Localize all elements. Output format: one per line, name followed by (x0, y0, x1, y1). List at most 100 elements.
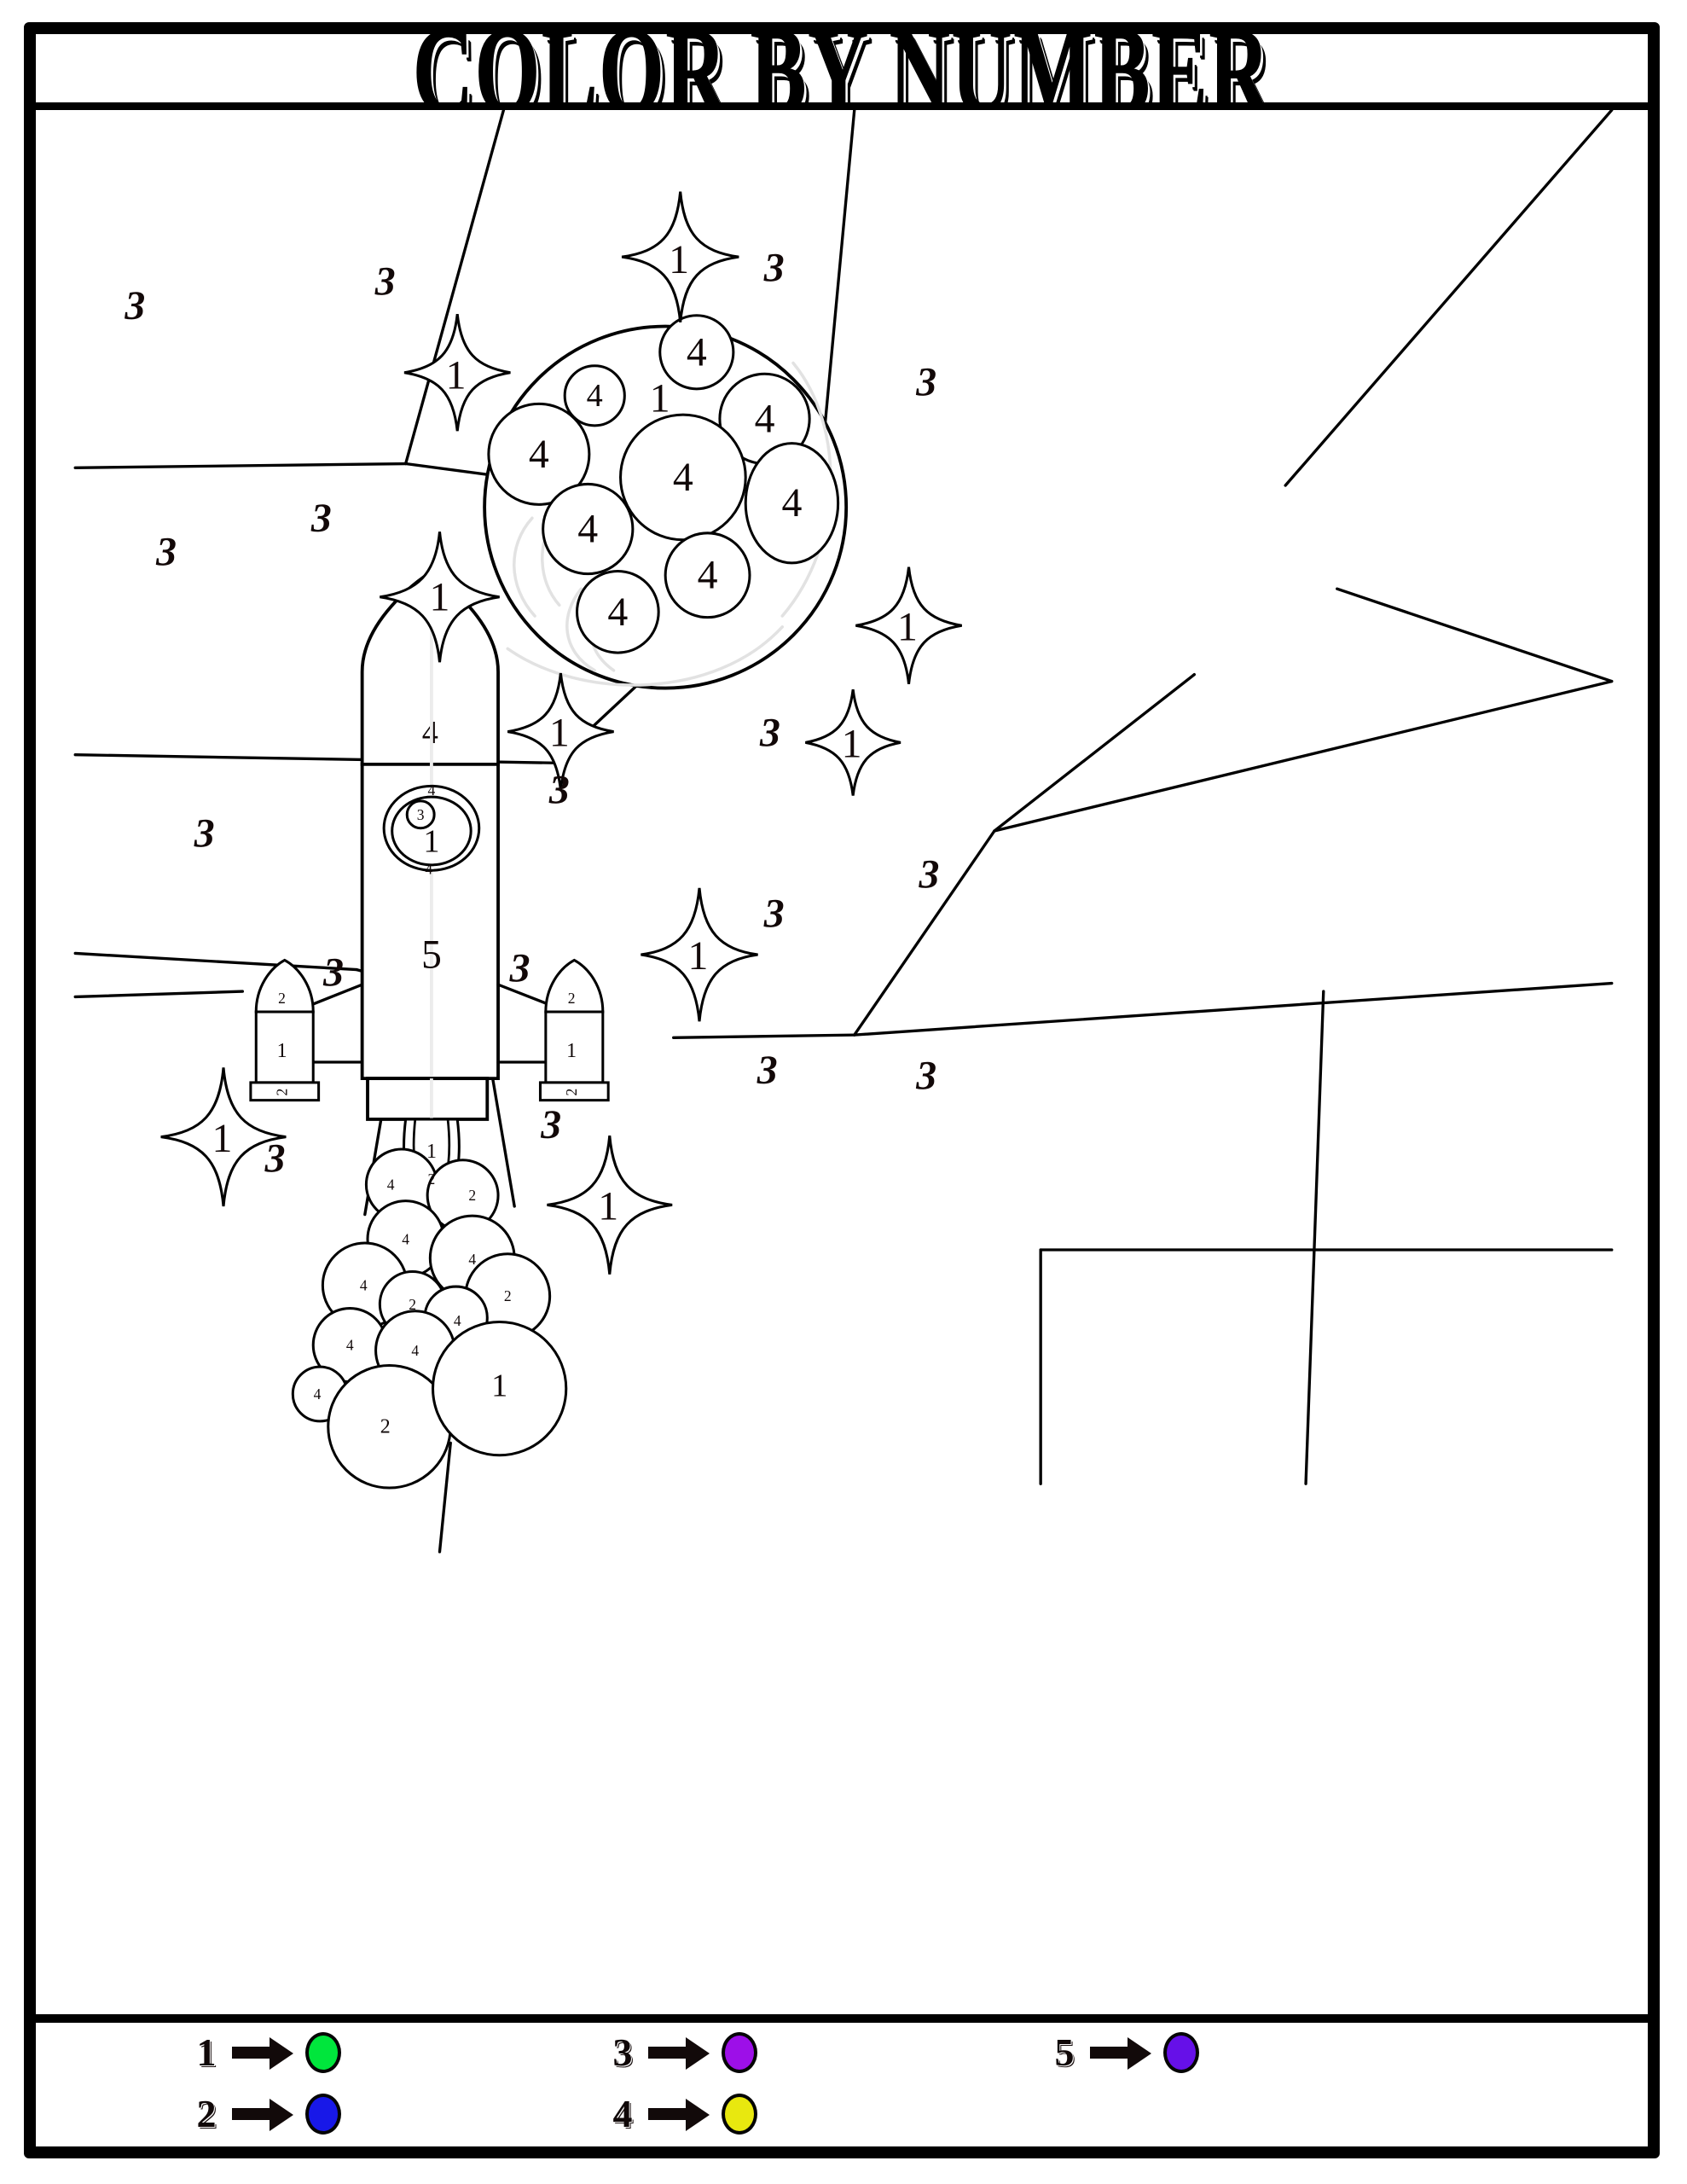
region-number: 3 (915, 1053, 936, 1098)
window-ring-number-top: 4 (428, 781, 436, 799)
crater-number: 4 (698, 553, 718, 598)
legend-number: 4 (612, 2092, 633, 2135)
region-number: 3 (374, 258, 396, 304)
legend-color-swatch (305, 2094, 341, 2135)
legend-number: 2 (196, 2092, 217, 2135)
crater-number: 4 (687, 329, 707, 375)
rocket-window: 4 4 3 1 (382, 781, 481, 878)
left-booster-body-number: 1 (277, 1040, 287, 1062)
arrow-right-icon (232, 2097, 299, 2131)
star-number: 1 (669, 237, 689, 282)
legend-color-swatch (305, 2032, 341, 2073)
legend-color-swatch (1163, 2032, 1199, 2073)
right-booster-dome-number: 2 (568, 990, 576, 1007)
smoke-bubble-number: 2 (504, 1287, 512, 1304)
legend-number: 3 (612, 2030, 633, 2074)
left-booster: 2 1 2 (249, 958, 321, 1102)
region-number: 3 (548, 768, 570, 813)
window-highlight-number: 3 (417, 806, 425, 823)
right-booster-body-number: 1 (566, 1040, 577, 1062)
moon-group: 1 4 4 4 4 4 4 4 (483, 314, 849, 690)
star-below-moon: 1 (507, 672, 614, 791)
arrow-right-icon (648, 2036, 715, 2070)
legend-entry-3[interactable]: 3 (606, 2026, 757, 2079)
legend-column-2: 3 4 (606, 2026, 757, 2140)
star-number: 1 (212, 1116, 232, 1161)
crater-number: 4 (587, 378, 603, 414)
moon-craters: 4 4 4 4 4 4 4 4 4 (487, 314, 840, 654)
smoke-bubble-number: 2 (428, 1170, 436, 1188)
legend-entry-4[interactable]: 4 (606, 2088, 757, 2140)
star-right-edge: 1 (855, 566, 962, 684)
smoke-bubble-number: 4 (314, 1385, 322, 1403)
region-number: 3 (763, 245, 785, 290)
left-booster-dome-number: 2 (278, 990, 286, 1007)
legend-entry-2[interactable]: 2 (189, 2088, 341, 2140)
legend-divider-rule (36, 2014, 1651, 2023)
region-number: 3 (310, 496, 332, 541)
smoke-bubble-number: 4 (387, 1176, 395, 1193)
background-partition-lines (73, 110, 1614, 1485)
flame-number: 1 (426, 1141, 437, 1163)
page-title: COLOR BY NUMBER (412, 34, 1272, 107)
background-region-numbers: 3 3 3 3 3 3 3 3 3 3 3 3 3 3 3 3 3 (124, 245, 939, 1181)
rocket-group: 4 5 4 4 3 1 (249, 570, 610, 1554)
region-number: 3 (322, 950, 344, 995)
crater-number: 4 (577, 507, 598, 552)
moon-body-number: 1 (650, 375, 670, 421)
smoke-bubble-number: 4 (411, 1342, 419, 1359)
rocket-body-number: 5 (421, 932, 442, 978)
arrow-right-icon (232, 2036, 299, 2070)
region-number: 3 (509, 945, 530, 990)
star-bottom-center: 1 (547, 1135, 673, 1275)
region-number: 3 (540, 1102, 561, 1147)
color-legend: 1 2 3 4 (36, 2026, 1651, 2146)
legend-number: 1 (196, 2030, 217, 2074)
right-booster: 2 1 2 (538, 958, 610, 1102)
star-number: 1 (687, 933, 708, 979)
crater-number: 4 (673, 455, 693, 500)
crater-number: 4 (781, 480, 802, 526)
smoke-bubble-number: 2 (409, 1296, 416, 1313)
right-booster-base-number: 2 (563, 1089, 580, 1096)
star-right-rocket: 1 (641, 887, 758, 1022)
coloring-picture-area: .ln { fill:none; stroke:#000; stroke-wid… (36, 110, 1651, 2014)
region-number: 3 (763, 892, 785, 937)
star-number: 1 (430, 574, 450, 619)
region-number: 3 (124, 283, 145, 328)
region-number: 3 (918, 851, 939, 897)
legend-number: 5 (1054, 2030, 1075, 2074)
smoke-bubble-number: 2 (380, 1415, 391, 1438)
star-top-center: 1 (621, 191, 739, 322)
smoke-bubble-number: 1 (491, 1368, 507, 1403)
star-upper-left: 1 (403, 313, 511, 432)
arrow-right-icon (1090, 2036, 1157, 2070)
crater-number: 4 (529, 432, 549, 477)
window-ring-number-bottom: 4 (425, 861, 432, 878)
region-number: 3 (757, 1048, 778, 1093)
rocket-engine-skirt (366, 1077, 490, 1121)
star-right-lower: 1 (805, 688, 901, 796)
smoke-bubble-number: 2 (468, 1187, 476, 1204)
legend-column-1: 1 2 (189, 2026, 341, 2140)
legend-entry-5[interactable]: 5 (1047, 2026, 1199, 2079)
smoke-bubble-number: 4 (346, 1337, 354, 1354)
star-number: 1 (842, 721, 862, 766)
star-bottom-left: 1 (160, 1067, 287, 1207)
region-number: 3 (915, 359, 936, 404)
title-divider-rule (36, 102, 1651, 110)
smoke-bubble-number: 4 (360, 1276, 368, 1293)
star-mid-left: 1 (380, 531, 500, 663)
crater-number: 4 (755, 396, 775, 441)
star-number: 1 (446, 352, 467, 398)
legend-column-3: 5 (1047, 2026, 1199, 2079)
legend-entry-1[interactable]: 1 (189, 2026, 341, 2079)
star-number: 1 (549, 711, 570, 756)
star-number: 1 (598, 1183, 618, 1228)
star-number: 1 (897, 604, 918, 649)
region-number: 3 (155, 530, 177, 575)
title-band: COLOR BY NUMBER (36, 34, 1648, 107)
smoke-bubble-number: 4 (454, 1312, 461, 1329)
region-number: 3 (264, 1136, 286, 1182)
